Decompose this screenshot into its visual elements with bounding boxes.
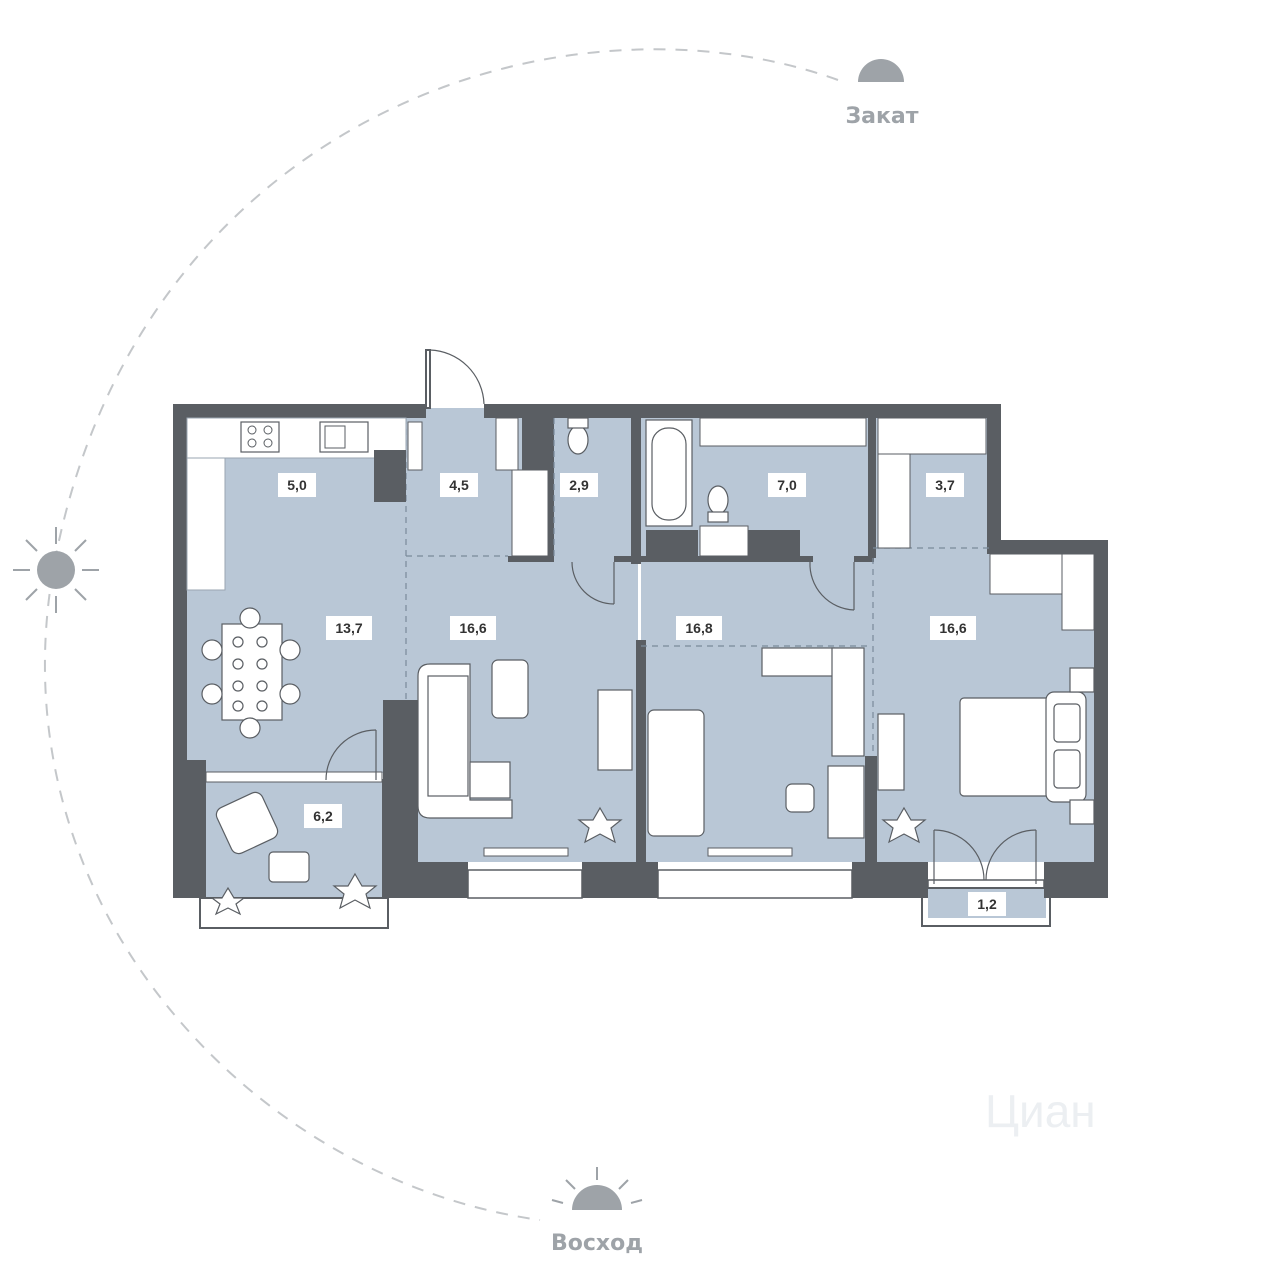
toilet-icon (567, 417, 729, 523)
bedroom-tv-stand-icon (877, 713, 905, 791)
cooktop-icon (240, 421, 280, 453)
dining-table (201, 607, 301, 739)
tv-stand-icon (597, 689, 633, 771)
sun-west-icon (13, 527, 99, 613)
area-label-wardrobe: 3,7 (935, 477, 955, 493)
area-label-hall-entry: 4,5 (449, 477, 469, 493)
radiator-icon (483, 847, 793, 857)
windows (467, 869, 1045, 899)
sun-path-arc (44, 48, 839, 1221)
interior-doors (325, 561, 1037, 884)
sunset-label: Закат (845, 104, 918, 129)
sunrise-label: Восход (551, 1231, 643, 1256)
bathroom-counter (699, 417, 867, 557)
sofa-icon (417, 663, 513, 819)
sunrise-icon (551, 1167, 643, 1210)
kitchen-counter (186, 417, 407, 591)
sunset-icon (858, 59, 904, 82)
plant-icon (210, 806, 927, 916)
area-label-living: 16,6 (459, 620, 486, 636)
sink-icon (319, 421, 369, 453)
area-label-dining: 13,7 (335, 620, 362, 636)
area-label-wc: 2,9 (569, 477, 589, 493)
study-furniture (647, 647, 865, 839)
hall-cabinet (407, 417, 549, 557)
bed-icon (959, 667, 1095, 825)
hall-shelf-icon (522, 418, 548, 470)
area-label-bedroom: 16,6 (939, 620, 966, 636)
bathroom-dark-units (646, 530, 800, 556)
walls (173, 404, 1108, 898)
bathtub-icon (645, 419, 693, 527)
area-label-balcony: 1,2 (977, 896, 997, 912)
watermark: Циан (985, 1085, 1096, 1137)
area-labels: 5,0 4,5 2,9 7,0 3,7 13,7 16,6 16,8 16,6 … (278, 473, 1006, 916)
coffee-table-icon (491, 659, 529, 719)
loggia-window (205, 771, 383, 783)
area-label-loggia: 6,2 (313, 808, 333, 824)
loggia-chair (215, 791, 310, 883)
entry-door (425, 349, 485, 409)
fridge-icon (374, 450, 406, 502)
area-label-corridor-study: 16,8 (685, 620, 712, 636)
area-label-bathroom: 7,0 (777, 477, 797, 493)
area-label-kitchen-unit: 5,0 (287, 477, 307, 493)
wardrobe-rails (877, 417, 1095, 631)
